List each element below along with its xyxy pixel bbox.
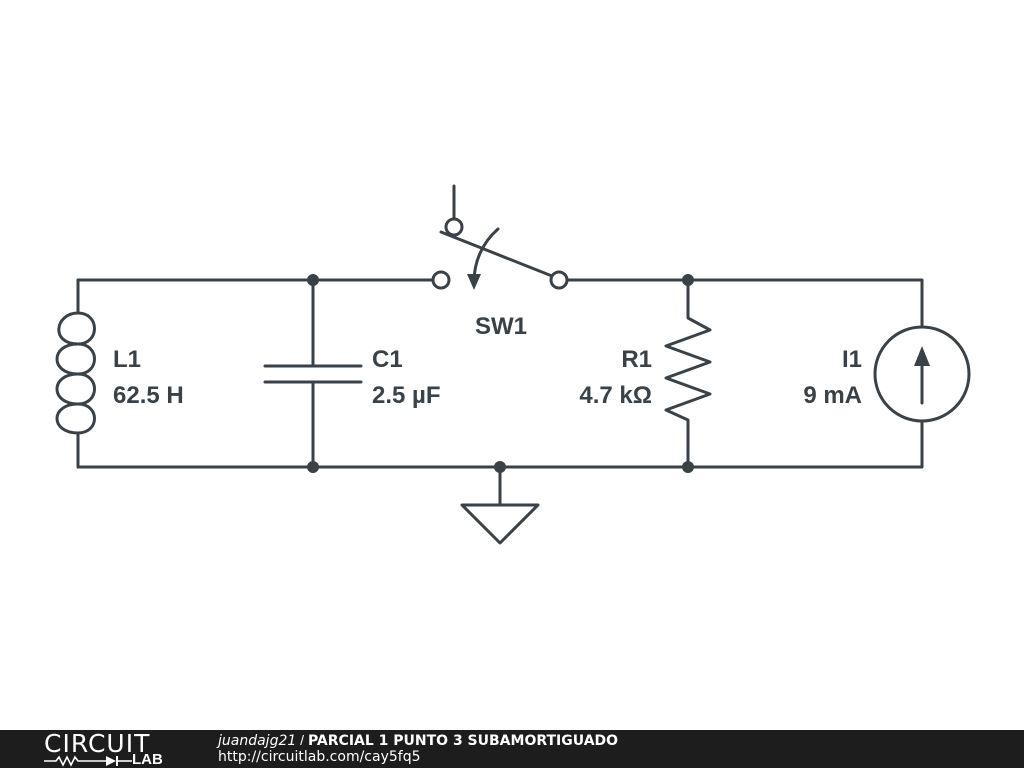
junction-dot [307,274,319,286]
sw1-ref-label: SW1 [475,313,527,340]
footer-title-line: juandajg21 / PARCIAL 1 PUNTO 3 SUBAMORTI… [218,732,618,750]
circuit-title[interactable]: PARCIAL 1 PUNTO 3 SUBAMORTIGUADO [307,733,619,749]
inductor-l1 [55,278,96,469]
top-wire-right [558,278,924,329]
junction-dot [682,461,694,473]
r1-value-label: 4.7 kΩ [579,382,652,409]
l1-ref-label: L1 [113,346,141,373]
logo-resistor-diode-icon [44,755,132,767]
c1-value-label: 2.5 µF [372,382,441,409]
i1-value-label: 9 mA [803,382,862,409]
junction-dot [494,461,506,473]
current-source-i1 [873,325,971,423]
resistor-r1 [664,278,712,469]
footer-bar: CIRCUIT LAB juandajg21 / PARCIAL 1 PUNTO… [0,730,1024,768]
switch-sw1[interactable] [431,184,569,290]
ground-symbol [460,465,540,545]
circuitlab-logo-lab: LAB [132,751,163,768]
junction-dot [307,461,319,473]
r1-ref-label: R1 [621,346,652,373]
bottom-wire [76,419,924,469]
circuit-schematic: L1 62.5 H C1 2.5 µF SW1 R1 4.7 kΩ I1 9 m… [55,184,971,545]
title-separator: / [296,732,308,748]
author-link[interactable]: juandajg21 [218,733,297,749]
i1-ref-label: I1 [842,346,862,373]
capacitor-c1 [263,278,363,469]
circuitlab-logo-text: CIRCUIT [44,729,151,758]
junction-dot [682,274,694,286]
circuit-url-link[interactable]: http://circuitlab.com/cay5fq5 [218,749,421,765]
l1-value-label: 62.5 H [113,382,184,409]
c1-ref-label: C1 [372,346,403,373]
